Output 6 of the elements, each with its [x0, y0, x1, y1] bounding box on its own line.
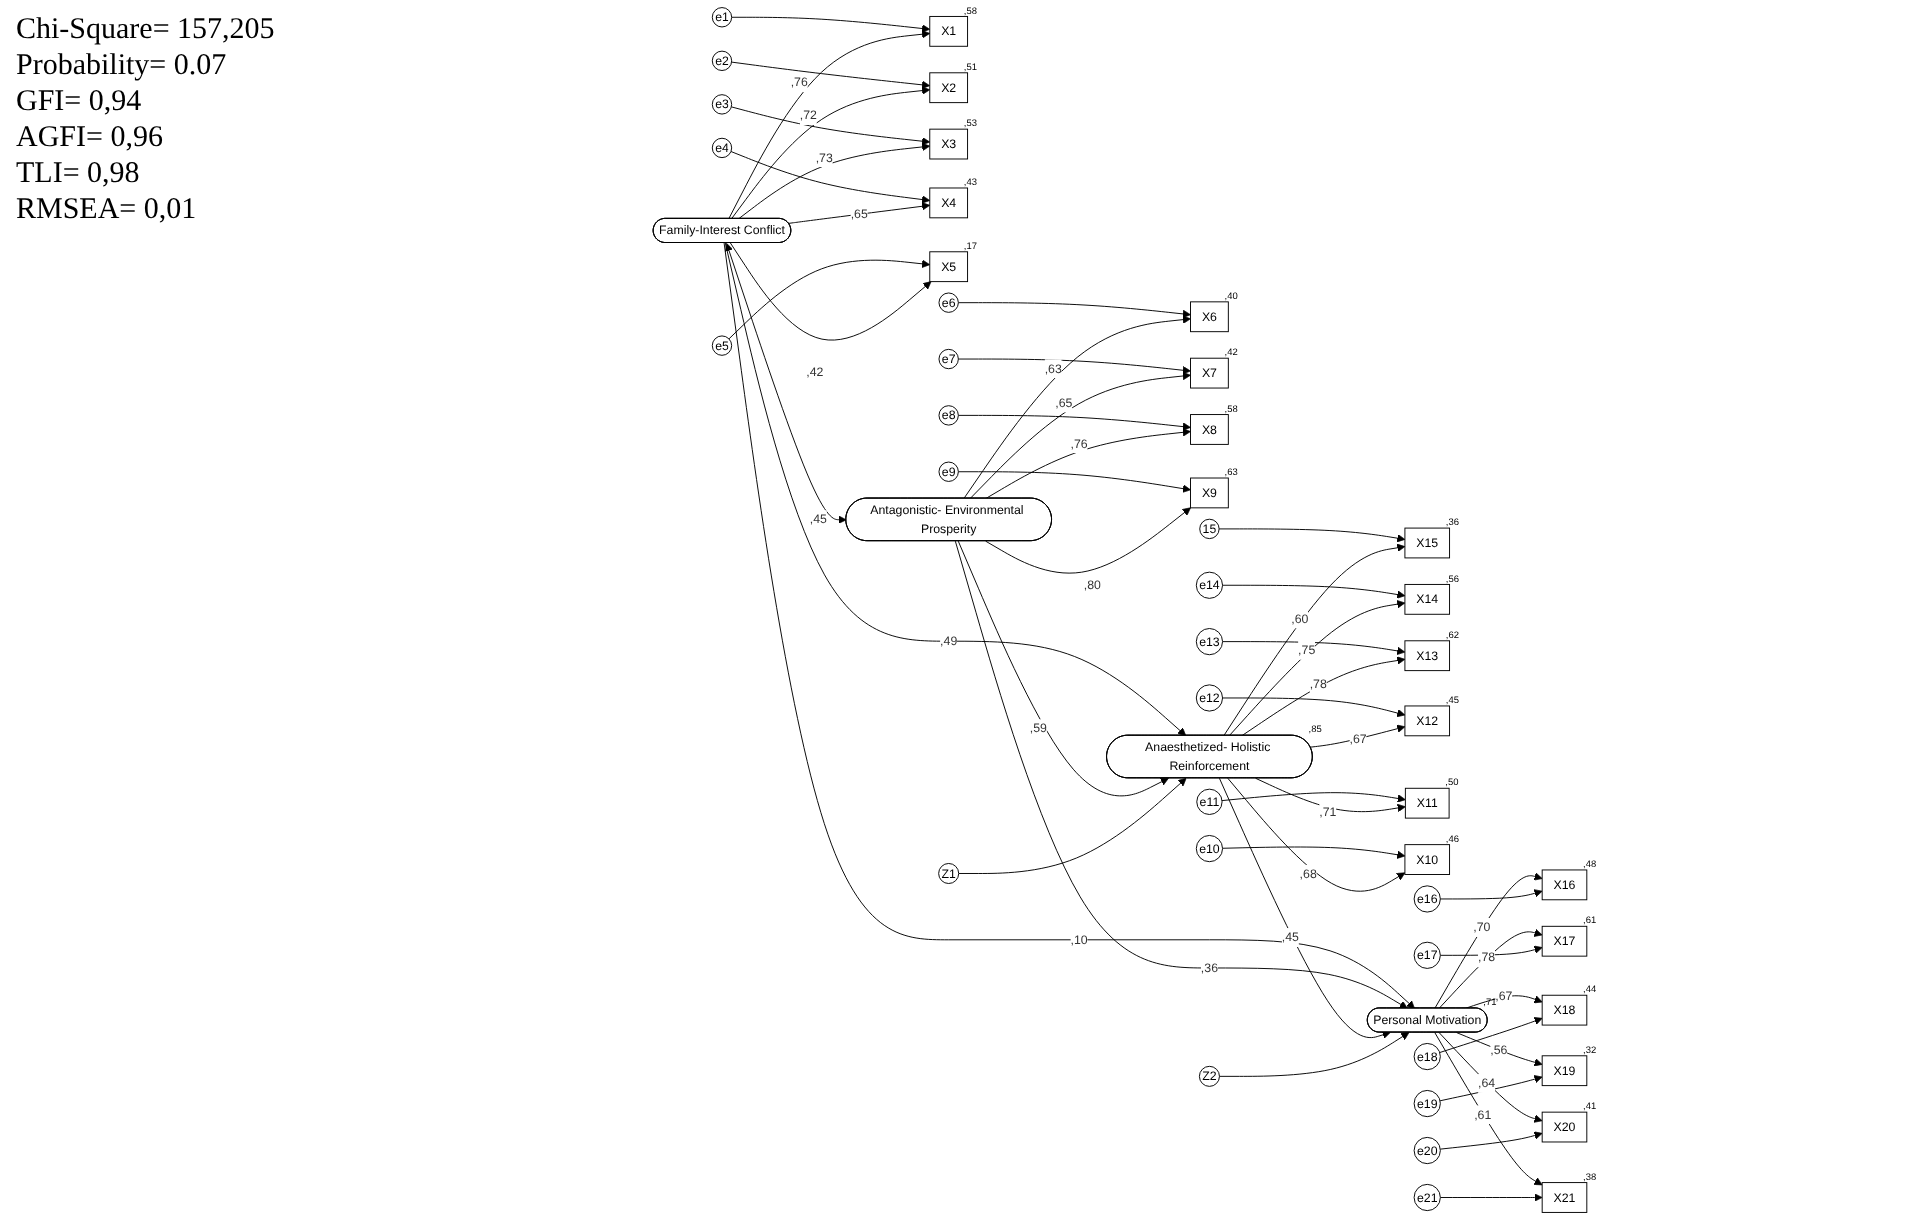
fit-statistic: TLI= 0,98 — [16, 156, 140, 192]
fit-statistic: Probability= 0.07 — [16, 48, 227, 84]
fit-statistic: Chi-Square= 157,205 — [16, 12, 275, 48]
fit-statistic: AGFI= 0,96 — [16, 120, 163, 156]
fit-statistic: GFI= 0,94 — [16, 84, 142, 120]
fit-statistic: RMSEA= 0,01 — [16, 192, 197, 228]
